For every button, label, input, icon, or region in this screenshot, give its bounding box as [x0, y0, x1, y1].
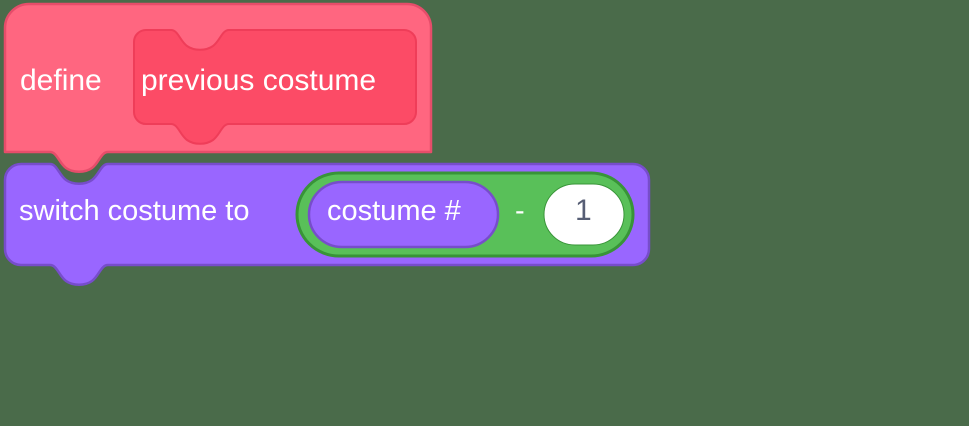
prototype-block-shape[interactable]: [133, 29, 417, 145]
prototype-label: previous costume: [141, 64, 377, 97]
switch-costume-to-label: switch costume to: [19, 195, 250, 227]
costume-number-label: costume #: [327, 195, 461, 227]
minus-operator-label: -: [515, 195, 525, 227]
number-input-value[interactable]: 1: [575, 194, 592, 227]
define-label: define: [20, 64, 102, 97]
number-input-shape[interactable]: [543, 183, 625, 246]
costume-number-reporter-shape[interactable]: [307, 180, 500, 249]
